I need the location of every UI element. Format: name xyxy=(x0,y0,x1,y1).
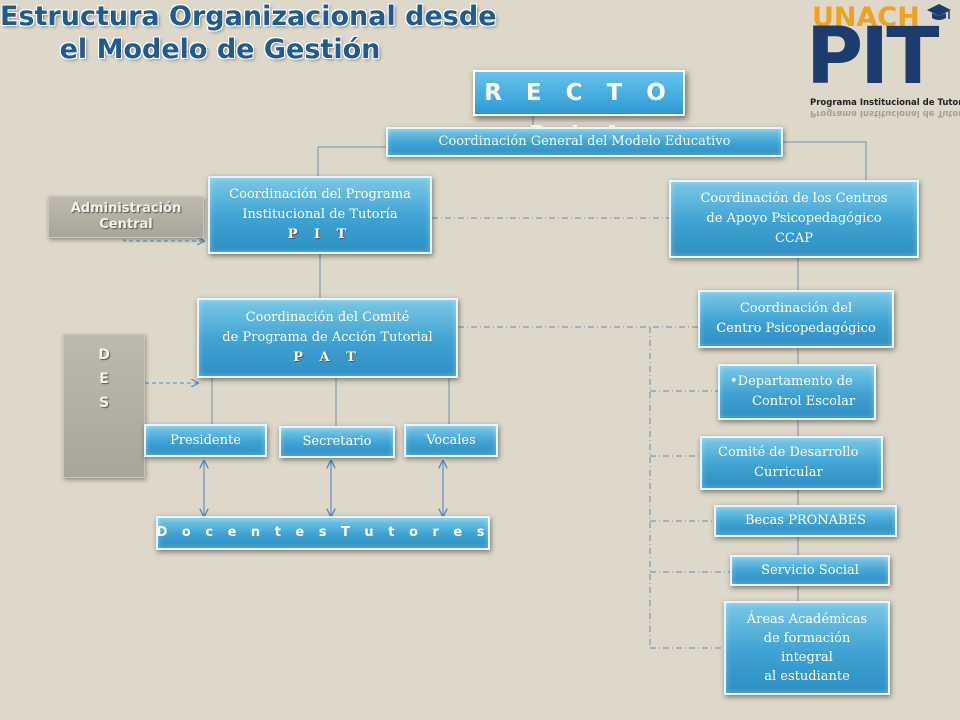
des-letter-s: S xyxy=(98,395,110,411)
admin-central-line2: Central xyxy=(99,217,153,232)
presidente-label: Presidente xyxy=(170,432,241,448)
control-line2: Control Escolar xyxy=(752,394,856,409)
slide-title: Estructura Organizacional desde el Model… xyxy=(0,0,497,66)
comite-line2: Curricular xyxy=(754,465,823,480)
pit-box: Coordinación del Programa Institucional … xyxy=(208,176,432,254)
logo-subtitle: Programa Institucional de Tutoría xyxy=(810,98,960,108)
pat-acronym: P A T xyxy=(293,350,362,365)
centro-psicopedagogico-box: Coordinación del Centro Psicopedagógico xyxy=(698,290,894,348)
vocales-label: Vocales xyxy=(426,432,476,448)
areas-line4: al estudiante xyxy=(764,669,850,684)
areas-line1: Áreas Académicas xyxy=(746,612,868,627)
becas-label: Becas PRONABES xyxy=(745,513,866,528)
ccap-line3: CCAP xyxy=(774,231,814,246)
comite-desarrollo-box: Comité de Desarrollo Curricular xyxy=(700,436,883,490)
pat-line1: Coordinación del Comité xyxy=(245,310,410,325)
areas-line2: de formación xyxy=(763,631,851,646)
areas-academicas-box: Áreas Académicas de formación integral a… xyxy=(724,601,890,695)
becas-box: Becas PRONABES xyxy=(714,505,897,537)
graduation-cap-icon xyxy=(927,4,951,20)
slide-title-line1: Estructura Organizacional desde xyxy=(0,1,497,32)
rectoria-box: R E C T O R I A xyxy=(473,70,685,148)
pat-line2: de Programa de Acción Tutorial xyxy=(222,330,433,345)
line-coord-ccap xyxy=(783,141,867,180)
ccap-box: Coordinación de los Centros de Apoyo Psi… xyxy=(669,180,919,258)
slide-title-line2: el Modelo de Gestión xyxy=(59,34,381,65)
secretario-label: Secretario xyxy=(302,434,372,449)
ccap-line2: de Apoyo Psicopedagógico xyxy=(706,211,882,226)
pit-line2: Institucional de Tutoría xyxy=(242,207,398,222)
comite-line1: Comité de Desarrollo xyxy=(718,445,859,460)
vocales-box: Vocales xyxy=(404,424,498,457)
secretario-box: Secretario xyxy=(279,426,395,458)
pat-box: Coordinación del Comité de Programa de A… xyxy=(197,298,458,378)
control-line1: •Departamento de xyxy=(730,374,853,389)
admin-central-box: Administración Central xyxy=(48,196,204,238)
servicio-label: Servicio Social xyxy=(761,562,859,578)
pit-acronym: P I T xyxy=(287,227,353,242)
centro-line1: Coordinación del xyxy=(739,301,853,316)
control-escolar-box: •Departamento de Control Escolar xyxy=(718,364,876,420)
coord-general-label: Coordinación General del Modelo Educativ… xyxy=(438,134,731,149)
coord-general-box: Coordinación General del Modelo Educativ… xyxy=(386,127,783,157)
centro-line2: Centro Psicopedagógico xyxy=(716,321,876,336)
areas-line3: integral xyxy=(781,650,833,665)
line-coord-pit xyxy=(317,146,390,176)
logo-subtitle-reflection: Programa Institucional de Tutoría xyxy=(810,108,960,118)
ccap-line1: Coordinación de los Centros xyxy=(700,191,888,206)
presidente-box: Presidente xyxy=(144,424,267,457)
logo-pit-text: PIT xyxy=(806,12,939,102)
des-box: D E S xyxy=(63,334,145,478)
des-letter-d: D xyxy=(98,347,110,363)
logo-unach-text: UNACH xyxy=(812,2,920,33)
docentes-label: D o c e n t e s T u t o r e s xyxy=(156,525,490,540)
servicio-social-box: Servicio Social xyxy=(730,555,890,586)
admin-central-line1: Administración xyxy=(70,201,182,216)
des-letter-e: E xyxy=(99,371,109,387)
docentes-tutores-box: D o c e n t e s T u t o r e s xyxy=(156,516,490,550)
unach-pit-logo: UNACH PIT Programa Institucional de Tuto… xyxy=(804,2,960,120)
pit-line1: Coordinación del Programa xyxy=(229,187,411,202)
